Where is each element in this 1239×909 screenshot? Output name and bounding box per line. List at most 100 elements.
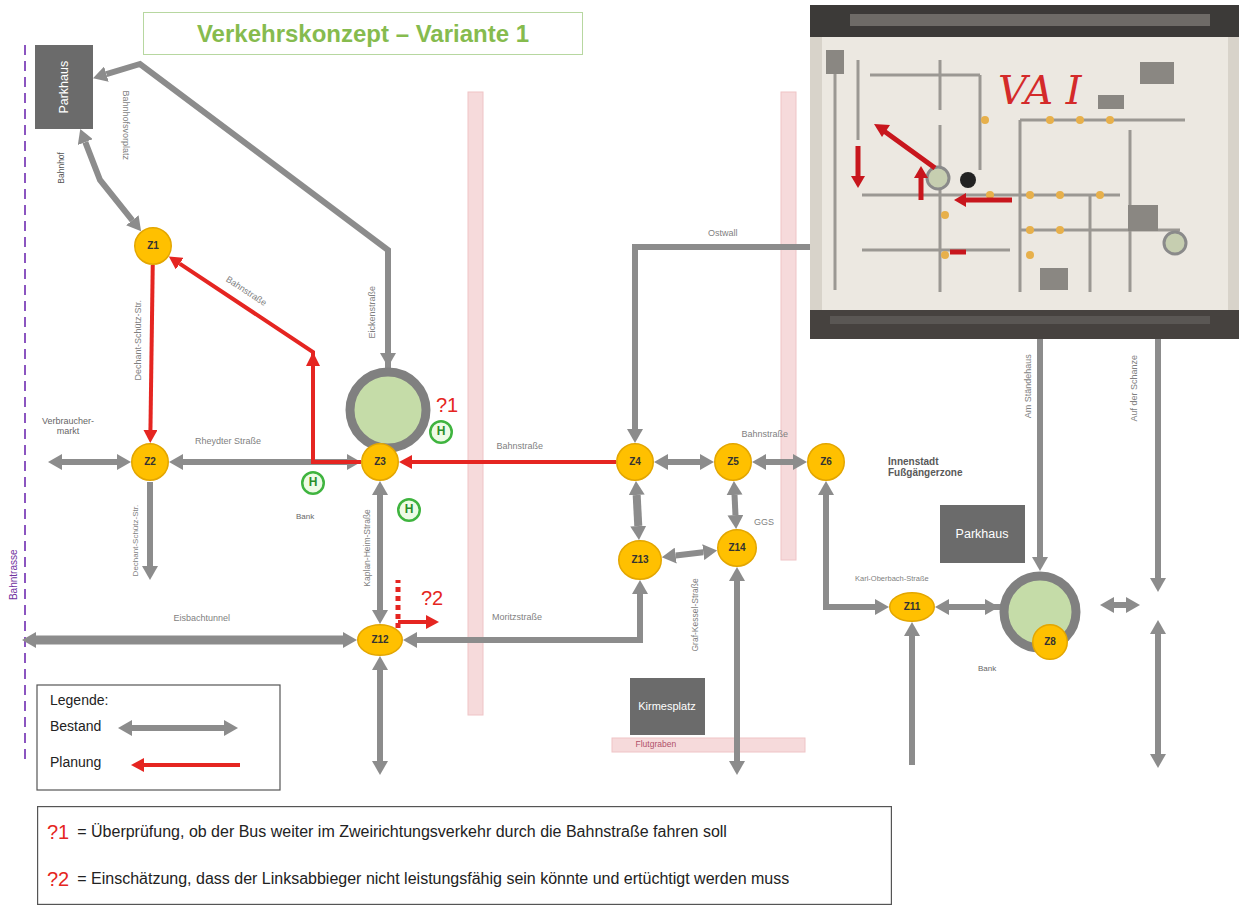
- junction-node: Z14: [717, 529, 757, 567]
- legend-text: Planung: [50, 754, 101, 770]
- bus-stop: H: [429, 420, 453, 444]
- diagram-title: Verkehrskonzept – Variante 1: [197, 20, 529, 48]
- photo-dot: [1056, 191, 1064, 199]
- label-anchor: Bank: [978, 664, 996, 673]
- street-name: Moritzstraße: [492, 612, 542, 622]
- label-anchor: ?1: [436, 394, 458, 417]
- photo-paper: [822, 37, 1228, 310]
- label-anchor: Flutgraben: [636, 740, 677, 750]
- junction-circle: [135, 228, 172, 265]
- road-arrow: [377, 670, 383, 761]
- street-name: Dechant-Schütz-Str.: [133, 300, 143, 381]
- rail-line: [24, 45, 26, 762]
- photo-arrow-head: [914, 166, 928, 178]
- planned-road-connector: [180, 264, 361, 462]
- footnote-text: = Überprüfung, ob der Bus weiter im Zwei…: [77, 823, 789, 841]
- road-arrow: [909, 636, 915, 765]
- label-anchor: Eisbachtunnel: [174, 613, 231, 623]
- street-name: Karl-Oberbach-Straße: [855, 575, 929, 584]
- road-arrow: [1155, 330, 1161, 578]
- building-name: Parkhaus: [956, 527, 1009, 541]
- road-arrow: [635, 247, 830, 429]
- junction-circle: [617, 444, 654, 481]
- planned-turn-arrow: [398, 620, 426, 624]
- label-anchor: Bahnhof: [57, 152, 67, 184]
- junction-node: Z11: [889, 592, 935, 622]
- photo-roundabout: [927, 167, 949, 189]
- junction-circle: [808, 444, 845, 481]
- building-rect: [35, 45, 93, 129]
- road-connector: [668, 459, 700, 465]
- street-name: Graf-Kessel-Straße: [690, 578, 700, 651]
- photo-dot: [1026, 226, 1034, 234]
- photo-dot: [1096, 191, 1104, 199]
- photo-dot: [1026, 251, 1034, 259]
- label-anchor: Legende:: [50, 692, 108, 708]
- junction-circle: [715, 444, 752, 481]
- bus-stop: H: [301, 471, 325, 495]
- junction-id: Z8: [1044, 636, 1056, 648]
- road-arrow: [1155, 634, 1161, 754]
- photo-dot: [941, 251, 949, 259]
- planned-road-connector: [412, 460, 616, 464]
- photo-roundabout: [1164, 232, 1186, 254]
- label-anchor: Bahnhofsvorplatz: [121, 90, 131, 160]
- junction-circle: [362, 444, 399, 481]
- callout-number: ?1: [47, 821, 69, 844]
- footnote-frame: [38, 807, 892, 905]
- street-name: Eickenstraße: [367, 286, 377, 339]
- photo-dot: [1076, 116, 1084, 124]
- callout-number: ?1: [436, 394, 458, 417]
- bus-stop-letter: H: [309, 476, 318, 490]
- legend-entry: Bestand: [50, 718, 101, 734]
- photo-inset: [810, 5, 1239, 339]
- road-connector: [637, 495, 639, 526]
- place-name: Bahnhof: [57, 152, 67, 184]
- building-rect: [940, 505, 1025, 563]
- label-anchor: Bank: [296, 512, 314, 521]
- callout-number: ?2: [47, 868, 69, 891]
- junction-node: Z5: [714, 443, 752, 481]
- label-anchor: Bahntrasse: [7, 549, 19, 600]
- photo-arrow-head: [874, 124, 890, 137]
- road-connector: [826, 495, 875, 607]
- road-arrow: [1114, 602, 1126, 608]
- photo-marker: [960, 172, 976, 188]
- photo-red-arrows: [858, 131, 1012, 252]
- callout-number: ?2: [421, 587, 443, 610]
- junction-node: Z8: [1032, 624, 1068, 660]
- roundabout: [350, 372, 426, 448]
- photo-dot: [1106, 116, 1114, 124]
- photo-sketch-box: [1040, 268, 1068, 290]
- legend-sample-planned: [144, 763, 240, 767]
- bus-stop-circle: [302, 472, 324, 494]
- junction-node: Z2: [131, 443, 169, 481]
- photo-sketch-lines: [835, 60, 1185, 292]
- parking-garage-box: Parkhaus: [940, 505, 1025, 563]
- arrow-head: [306, 352, 320, 366]
- junction-circle: [619, 541, 662, 580]
- bus-stop-circle: [398, 499, 420, 521]
- street-name: Bahnhofsvorplatz: [121, 90, 131, 160]
- junction-id: Z13: [631, 554, 648, 566]
- junction-node: Z6: [807, 443, 845, 481]
- bus-stop-letter: H: [437, 425, 446, 439]
- label-anchor: Graf-Kessel-Straße: [690, 578, 700, 651]
- footnote-box: ?1 = Überprüfung, ob der Bus weiter im Zw…: [37, 806, 892, 905]
- junction-circle: [1033, 625, 1068, 660]
- road-arrow: [62, 459, 117, 465]
- legend-text: Bestand: [50, 718, 101, 734]
- junction-node: Z4: [616, 443, 654, 481]
- road-connector: [766, 459, 793, 465]
- road-arrow: [36, 636, 343, 645]
- photo-sketch-box: [1140, 62, 1174, 84]
- street-name: Eisbachtunnel: [174, 613, 231, 623]
- street-name: Auf der Schanze: [1129, 355, 1139, 422]
- footnote-text: = Einschätzung, dass der Linksabbieger n…: [77, 870, 789, 888]
- place-name: Bank: [978, 664, 996, 673]
- label-anchor: Auf der Schanze: [1129, 355, 1139, 422]
- junction-id: Z14: [728, 542, 745, 554]
- junction-id: Z5: [727, 456, 739, 468]
- label-anchor: GGS: [754, 517, 774, 527]
